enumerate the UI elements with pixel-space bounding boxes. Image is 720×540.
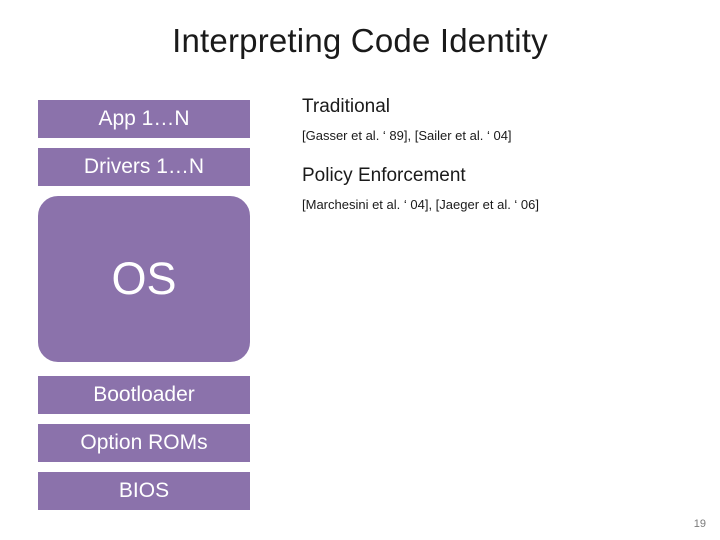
- note-citation-traditional: [Gasser et al. ‘ 89], [Sailer et al. ‘ 0…: [302, 127, 512, 143]
- stack-box-os-label: OS: [111, 253, 177, 305]
- notes-column: Traditional [Gasser et al. ‘ 89], [Saile…: [302, 96, 702, 213]
- stack-box-app: App 1…N: [36, 98, 252, 140]
- stack-box-bios-label: BIOS: [118, 479, 170, 503]
- stack-box-drivers-label: Drivers 1…N: [83, 155, 205, 179]
- spacer: [302, 119, 702, 128]
- slide-number: 19: [693, 518, 706, 530]
- page-title: Interpreting Code Identity: [172, 22, 548, 59]
- note-heading-traditional: Traditional: [302, 96, 391, 117]
- stack-box-bios: BIOS: [36, 470, 252, 512]
- note-heading-policy-enforcement: Policy Enforcement: [302, 165, 466, 187]
- spacer: [302, 188, 702, 197]
- stack-box-option-roms: Option ROMs: [36, 422, 252, 464]
- note-citation-policy-enforcement: [Marchesini et al. ‘ 04], [Jaeger et al.…: [302, 197, 540, 213]
- stack-box-option-roms-label: Option ROMs: [80, 431, 208, 455]
- spacer: [302, 143, 702, 165]
- stack-box-drivers: Drivers 1…N: [36, 146, 252, 188]
- stack-box-bootloader: Bootloader: [36, 374, 252, 416]
- stack-box-os: OS: [36, 194, 252, 364]
- stack-box-app-label: App 1…N: [98, 107, 190, 131]
- stack-box-bootloader-label: Bootloader: [93, 383, 195, 407]
